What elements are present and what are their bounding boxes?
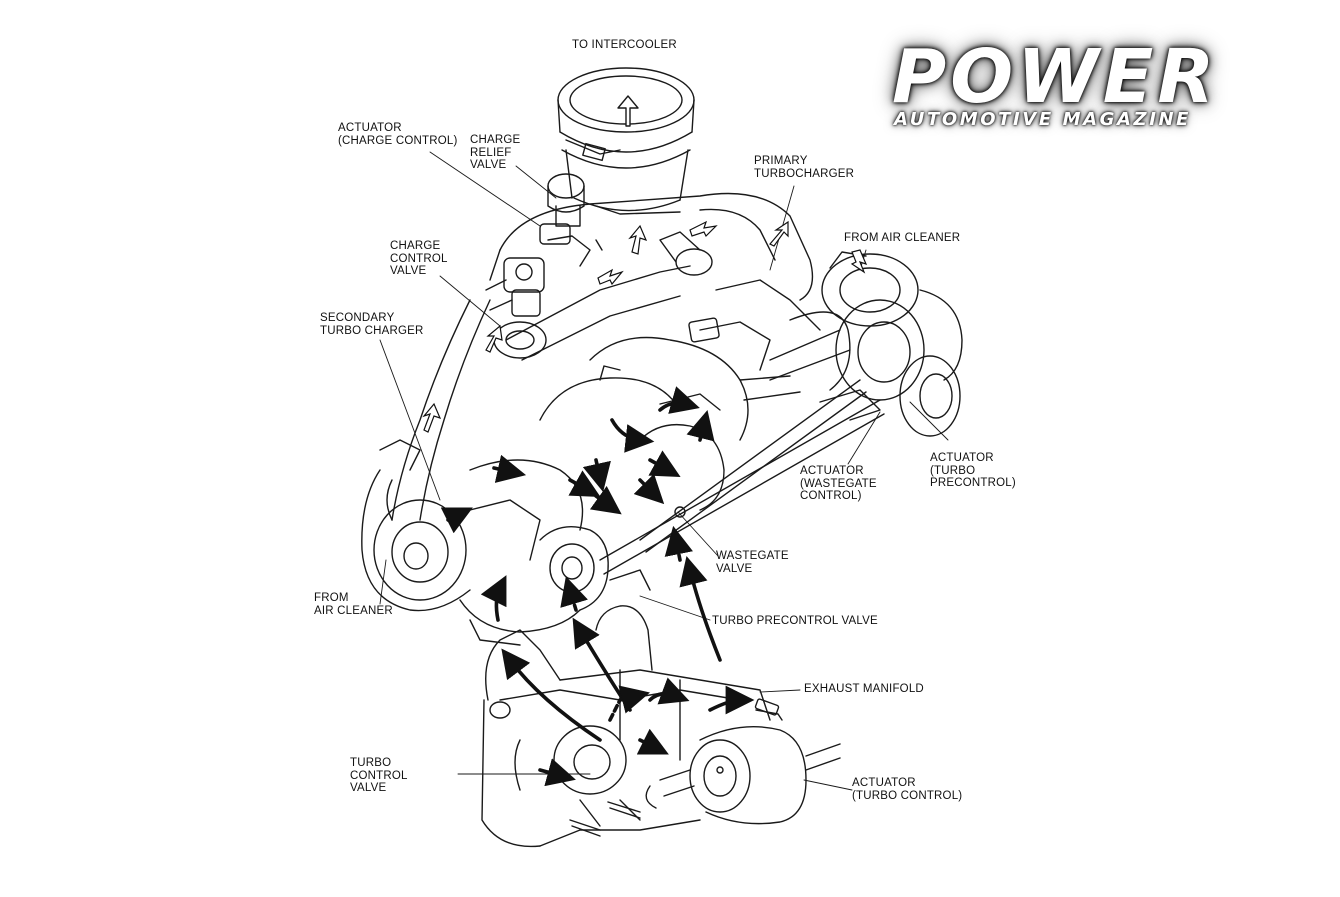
- label-secondary-turbo-charger: SECONDARY TURBO CHARGER: [320, 312, 424, 337]
- label-actuator-turbo-precontrol: ACTUATOR (TURBO PRECONTROL): [930, 452, 1016, 489]
- label-charge-relief-valve: CHARGE RELIEF VALVE: [470, 134, 521, 171]
- label-from-air-cleaner-right: FROM AIR CLEANER: [844, 232, 961, 244]
- label-actuator-turbo-control: ACTUATOR (TURBO CONTROL): [852, 777, 963, 802]
- secondary-turbocharger-body: [361, 439, 584, 646]
- logo-subtitle: AUTOMOTIVE MAGAZINE: [894, 109, 1192, 130]
- wastegate-rods: [599, 379, 885, 575]
- label-actuator-wastegate-control: ACTUATOR (WASTEGATE CONTROL): [800, 465, 877, 502]
- logo-title: POWER: [892, 34, 1219, 120]
- label-turbo-precontrol-valve: TURBO PRECONTROL VALVE: [712, 615, 878, 627]
- turbo-precontrol-housing: [539, 526, 651, 611]
- label-primary-turbocharger: PRIMARY TURBOCHARGER: [754, 155, 855, 180]
- central-turbine-housing: [539, 317, 801, 511]
- label-charge-control-valve: CHARGE CONTROL VALVE: [390, 240, 448, 277]
- actuator-turbo-control-body: [645, 726, 841, 825]
- label-wastegate-valve: WASTEGATE VALVE: [716, 550, 789, 575]
- power-logo: POWER AUTOMOTIVE MAGAZINE: [880, 36, 1310, 146]
- label-to-intercooler: TO INTERCOOLER: [572, 39, 677, 51]
- intercooler-outlet-pipe: [557, 67, 695, 215]
- label-actuator-charge-control: ACTUATOR (CHARGE CONTROL): [338, 122, 458, 147]
- charge-relief-valve-body: [547, 173, 585, 227]
- air-flow-arrows: [422, 220, 868, 433]
- intake-plenum: [391, 192, 821, 521]
- arrow-up-outlet: [617, 95, 639, 127]
- label-exhaust-manifold: EXHAUST MANIFOLD: [804, 683, 924, 695]
- flow-arrows: [440, 386, 755, 787]
- label-from-air-cleaner-left: FROM AIR CLEANER: [314, 592, 393, 617]
- exhaust-manifold-body: [481, 605, 783, 848]
- label-turbo-control-valve: TURBO CONTROL VALVE: [350, 757, 408, 794]
